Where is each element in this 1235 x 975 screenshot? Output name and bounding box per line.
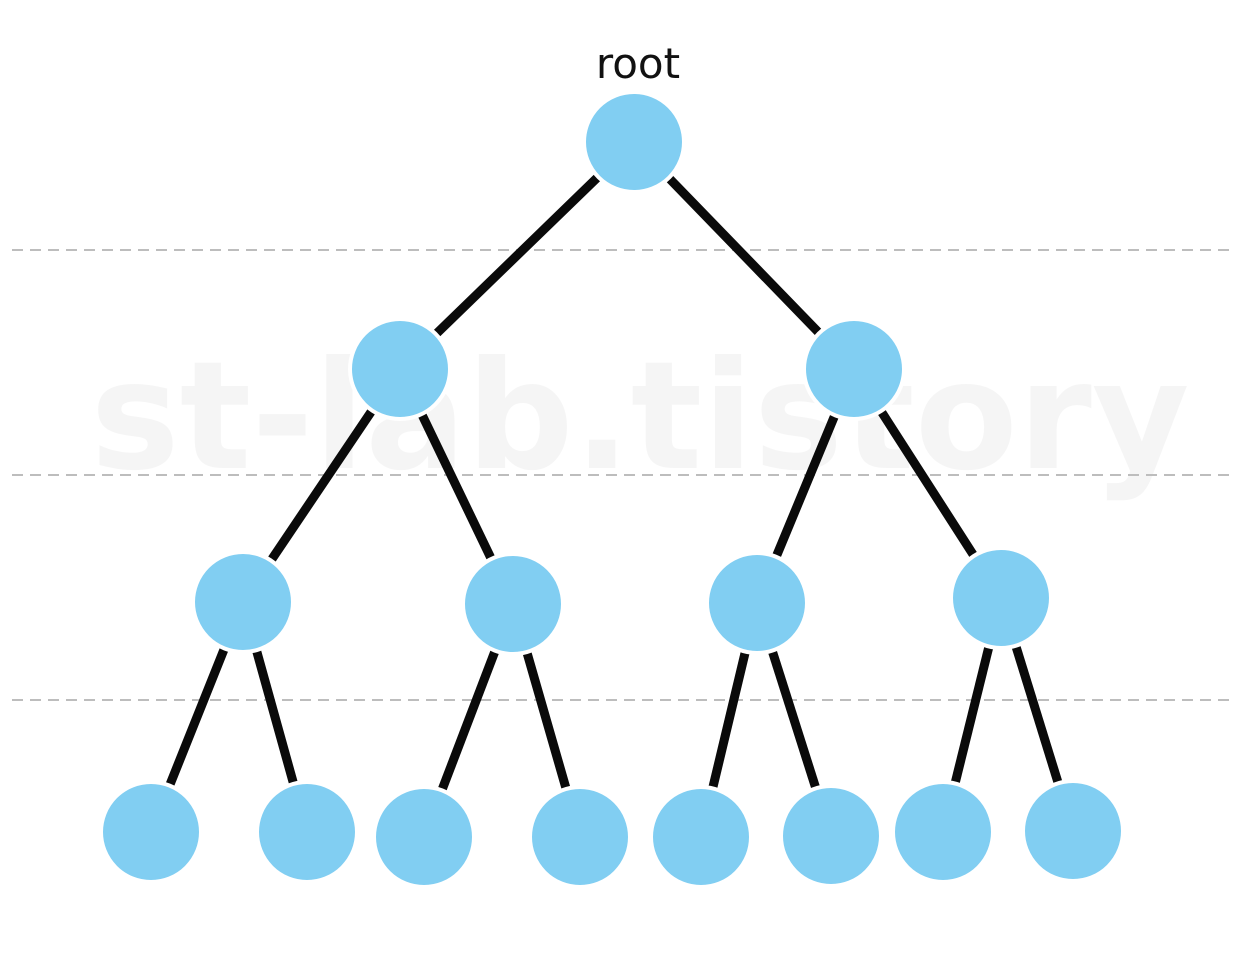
tree-node (891, 780, 995, 884)
tree-node (99, 780, 203, 884)
tree-node (528, 785, 632, 889)
tree-node (372, 785, 476, 889)
tree-node (348, 317, 452, 421)
tree-node (705, 551, 809, 655)
tree-labels: root (596, 39, 680, 88)
tree-node (949, 546, 1053, 650)
level-guides (12, 249, 1235, 701)
tree-nodes (99, 90, 1125, 889)
tree-node (461, 552, 565, 656)
root-label: root (596, 39, 680, 88)
watermark-text: st-lab.tistory (90, 330, 1189, 504)
tree-node (649, 785, 753, 889)
root-node (582, 90, 686, 194)
watermark: st-lab.tistory (90, 330, 1189, 504)
tree-node (779, 784, 883, 888)
tree-node (1021, 779, 1125, 883)
tree-node (255, 780, 359, 884)
tree-edge (630, 138, 858, 373)
tree-node (191, 550, 295, 654)
tree-node (802, 317, 906, 421)
tree-edge (396, 138, 638, 373)
